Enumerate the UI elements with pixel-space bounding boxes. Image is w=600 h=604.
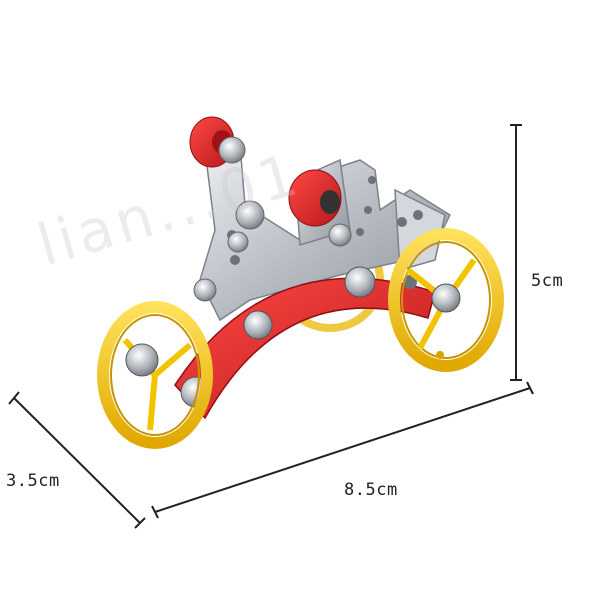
- front-wheel: [388, 228, 504, 372]
- height-label: 5cm: [531, 271, 564, 291]
- rear-wheel: [97, 301, 213, 449]
- depth-label: 3.5cm: [6, 471, 60, 491]
- height-dimension-line: [510, 124, 522, 381]
- width-dimension-line: [151, 381, 534, 519]
- depth-dimension-line: [8, 391, 146, 529]
- frame-bolts: [193, 136, 352, 302]
- red-roller-front: [288, 169, 342, 227]
- width-label: 8.5cm: [344, 480, 398, 500]
